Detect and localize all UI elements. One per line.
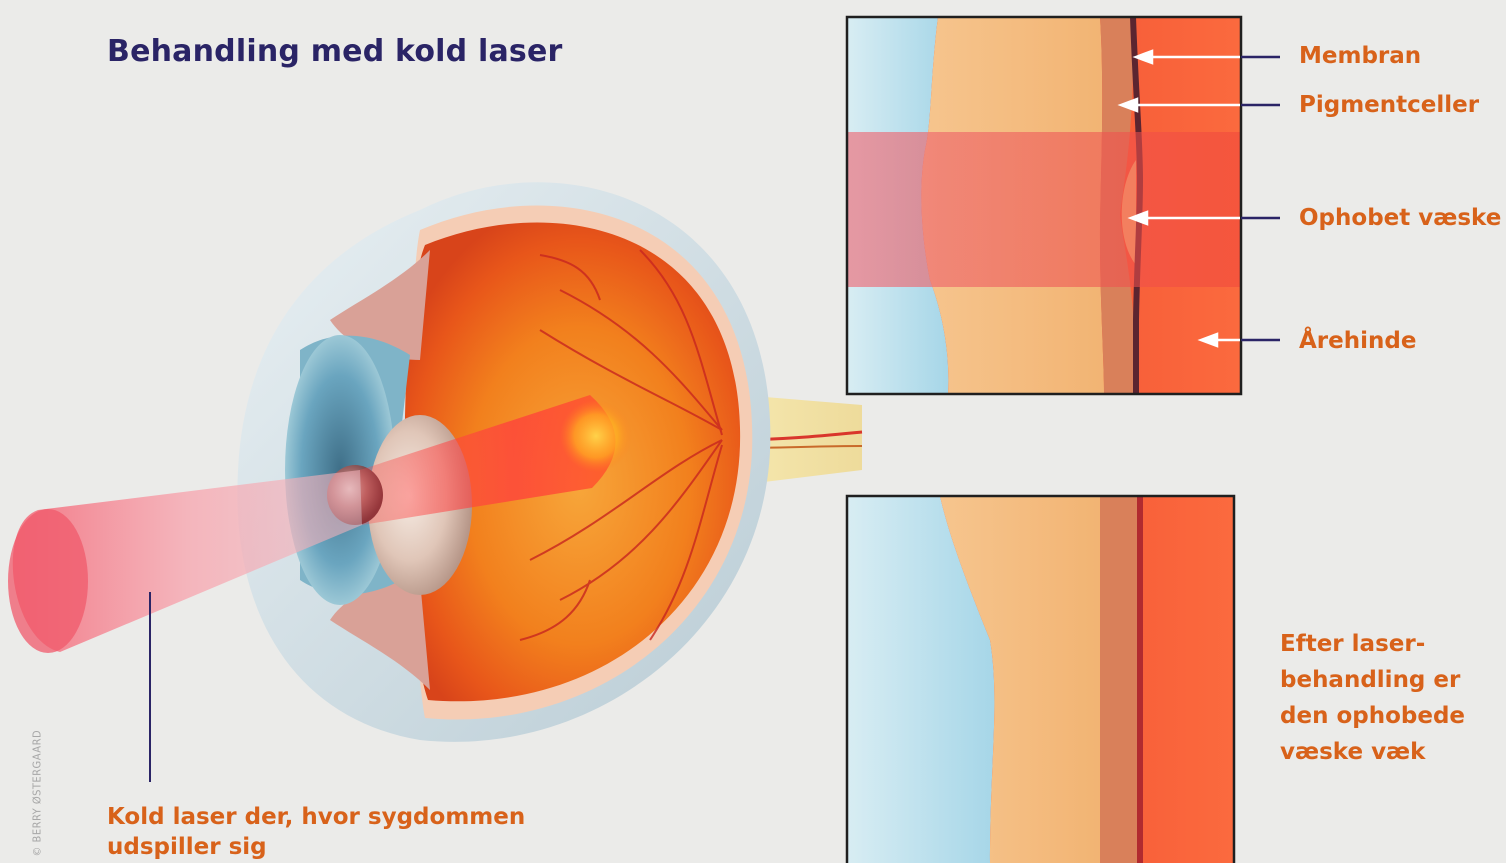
detail-panel-before xyxy=(847,17,1241,394)
after-treatment-line: væske væk xyxy=(1280,734,1465,770)
photo-credit: © BERRY ØSTERGAARD xyxy=(31,707,44,857)
after-treatment-line: den ophobede xyxy=(1280,698,1465,734)
eye-cross-section xyxy=(8,182,862,782)
laser-caption-line-2: udspiller sig xyxy=(107,832,525,862)
label-accumulated-fluid: Ophobet væske xyxy=(1299,204,1501,232)
page-title: Behandling med kold laser xyxy=(107,34,563,69)
after-treatment-text: Efter laser- behandling er den ophobede … xyxy=(1280,626,1465,770)
laser-caption: Kold laser der, hvor sygdommen udspiller… xyxy=(107,802,525,862)
label-choroid: Årehinde xyxy=(1299,327,1416,355)
label-membrane: Membran xyxy=(1299,42,1421,70)
detail-panel-after xyxy=(847,496,1234,863)
label-arrows-dark xyxy=(1241,57,1280,340)
label-pigment-cells: Pigmentceller xyxy=(1299,91,1479,119)
after-treatment-line: behandling er xyxy=(1280,662,1465,698)
laser-focus-spot xyxy=(560,400,632,472)
laser-caption-line-1: Kold laser der, hvor sygdommen xyxy=(107,802,525,832)
laser-band xyxy=(847,132,1241,287)
after-treatment-line: Efter laser- xyxy=(1280,626,1465,662)
